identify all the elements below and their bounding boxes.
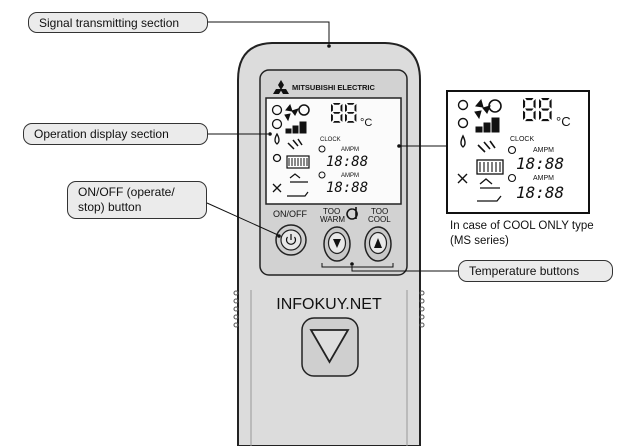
clock-digits: 18:88 [326,154,368,170]
onoff-callout-line2: stop) button [78,200,142,214]
dry-mode-icon [274,132,280,145]
thermostat-icon [346,207,358,220]
ampm-label-2: AMPM [533,175,554,182]
onoff-callout: ON/OFF (operate/ stop) button [67,181,207,219]
large-down-arrow-icon [309,329,350,364]
timer-on-icon [507,145,517,155]
heat-mode-icon [272,153,282,163]
fan-speed-icon [284,103,299,122]
watermark: INFOKUY.NET [276,296,382,313]
large-down-button[interactable] [301,317,359,377]
dry-mode-icon [460,134,466,148]
too-cool-label-1: TOO [371,207,388,216]
vane-icon [477,140,496,153]
onoff-callout-line1: ON/OFF (operate/ [78,185,175,199]
timer-digits: 18:88 [516,183,564,202]
clock-digits: 18:88 [516,154,564,173]
clock-label: CLOCK [510,136,534,143]
ampm-label-1: AMPM [341,147,359,153]
signal-callout: Signal transmitting section [28,12,208,33]
temperature-callout: Temperature buttons [458,260,613,282]
ampm-label-2: AMPM [341,173,359,179]
temp-bracket [321,263,394,268]
fan-mode-icon [457,173,468,184]
cool-mode-icon [457,117,469,129]
timer-digits: 18:88 [326,180,368,196]
onoff-button[interactable] [275,224,307,256]
swirl-icon [298,104,310,116]
temp-down-button[interactable] [323,226,351,262]
cool-only-note: In case of COOL ONLY type (MS series) [450,219,594,249]
cool-mode-icon [271,118,283,130]
speed-bar-3 [491,117,500,133]
speed-bar-1 [285,128,292,134]
econo-icon [287,191,309,197]
down-arrow-icon [333,239,341,248]
fan-speed-icon [474,98,491,120]
remote-lcd: °C CLOCK AMPM 18:88 AMPM 18:88 [265,97,402,205]
clock-label: CLOCK [320,137,341,143]
speed-bar-1 [475,126,483,133]
speed-bar-3 [299,121,307,134]
auto-mode-icon [271,104,283,116]
cool-only-lcd: °C CLOCK AMPM 18:88 AMPM 18:88 [446,90,590,214]
too-cool-label-2: COOL [368,215,391,224]
too-warm-label-2: WARM [320,215,345,224]
ampm-label-1: AMPM [533,147,554,154]
up-arrow-icon [374,238,382,248]
temp-up-button[interactable] [364,226,392,262]
power-icon [285,234,297,245]
louver-icon [476,159,504,175]
swing-arrow-icon [479,178,500,189]
swirl-icon [488,99,502,113]
speed-bar-2 [292,125,299,134]
cool-only-note-line2: (MS series) [450,235,509,247]
timer-off-icon [318,171,326,179]
timer-off-icon [507,173,517,183]
auto-mode-icon [457,99,469,111]
vane-icon [287,138,303,150]
timer-on-icon [318,145,326,153]
cool-only-note-line1: In case of COOL ONLY type [450,220,594,232]
brand-name: MITSUBISHI ELECTRIC [292,83,376,92]
speed-bar-2 [483,122,491,133]
onoff-label: ON/OFF [273,209,307,219]
brand-logo [273,80,289,94]
fan-mode-icon [272,183,282,193]
too-warm-label-1: TOO [323,207,340,216]
temperature-unit: °C [556,114,571,129]
swing-arrow-icon [289,173,308,183]
temperature-unit: °C [360,117,372,129]
econo-icon [477,195,502,202]
display-callout: Operation display section [23,123,208,145]
leader-lines [206,21,458,272]
